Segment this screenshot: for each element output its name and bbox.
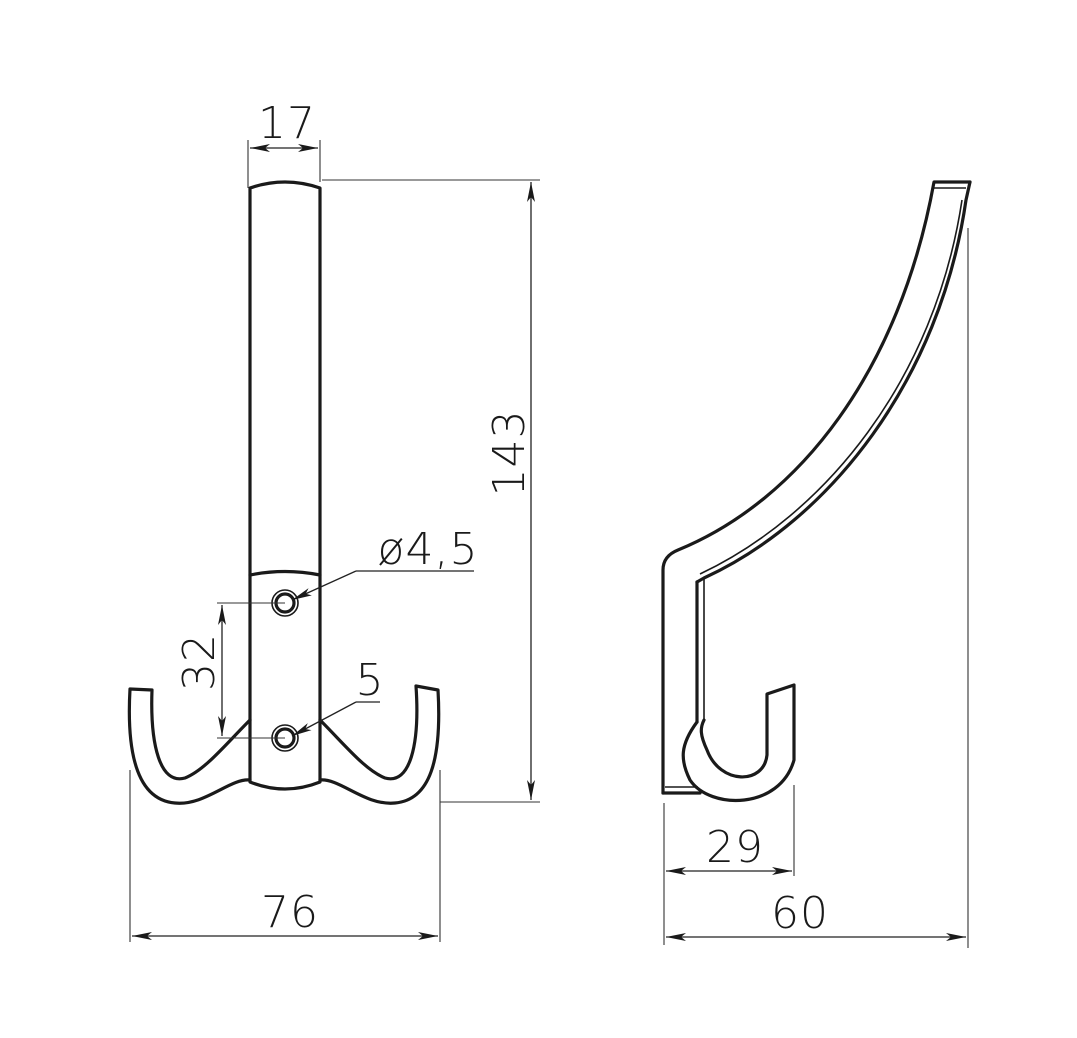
dimension-label-17: 17 xyxy=(258,98,316,149)
dimension-label-29: 29 xyxy=(706,822,764,873)
hook-profile xyxy=(661,180,972,803)
dimension-label-143: 143 xyxy=(484,410,535,497)
dimension-label-32: 32 xyxy=(174,633,225,691)
dimension-17: 17 xyxy=(247,98,321,188)
dimension-label-76: 76 xyxy=(261,887,319,938)
leader-hole-diameter: ø4,5 xyxy=(291,524,479,601)
dimension-label-60: 60 xyxy=(771,888,829,939)
dimension-60: 60 xyxy=(663,228,969,948)
hook-arm-right xyxy=(318,684,441,805)
leader-countersink: 5 xyxy=(291,655,385,737)
dimension-143: 143 xyxy=(322,179,540,803)
dimension-label-5: 5 xyxy=(356,655,385,706)
dimension-29: 29 xyxy=(663,785,795,880)
dimension-32: 32 xyxy=(174,602,285,739)
hook-stem xyxy=(248,180,322,791)
hook-arm-left xyxy=(127,687,252,805)
dimension-76: 76 xyxy=(129,770,441,942)
dimension-label-diameter: ø4,5 xyxy=(378,524,479,575)
front-view: 17 143 32 ø4,5 5 xyxy=(127,98,540,942)
side-view: 29 60 xyxy=(661,180,972,948)
